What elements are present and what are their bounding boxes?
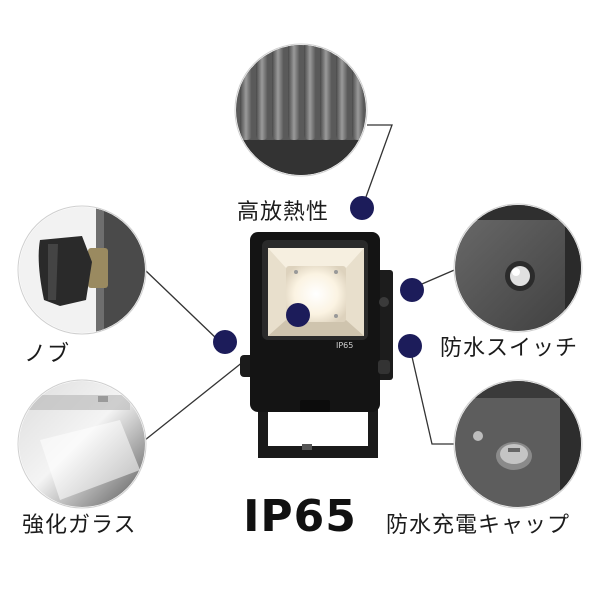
marker-glass bbox=[286, 303, 310, 327]
connector-heat bbox=[361, 124, 393, 209]
detail-switch bbox=[453, 203, 583, 333]
marker-switch bbox=[400, 278, 424, 302]
label-waterproof-switch: 防水スイッチ bbox=[440, 336, 579, 361]
floodlight-product: IP65 bbox=[240, 232, 393, 458]
bracket-logo bbox=[302, 444, 312, 450]
mounting-bracket bbox=[258, 408, 378, 458]
detail-heat-fins bbox=[234, 43, 368, 177]
detail-cap bbox=[453, 379, 583, 509]
connector-knob bbox=[144, 269, 219, 341]
label-waterproof-cap: 防水充電キャップ bbox=[386, 513, 571, 538]
detail-glass bbox=[17, 379, 147, 509]
connector-cap bbox=[409, 347, 455, 445]
label-knob: ノブ bbox=[24, 342, 71, 367]
marker-knob bbox=[213, 330, 237, 354]
label-heat-dissipation: 高放熱性 bbox=[237, 200, 330, 225]
detail-knob bbox=[17, 205, 147, 335]
body-badge: IP65 bbox=[336, 341, 353, 350]
marker-cap bbox=[398, 334, 422, 358]
marker-heat bbox=[350, 196, 374, 220]
callout-markers bbox=[213, 196, 424, 358]
label-tempered-glass: 強化ガラス bbox=[22, 513, 137, 538]
ip-rating-title: IP65 bbox=[243, 491, 357, 542]
